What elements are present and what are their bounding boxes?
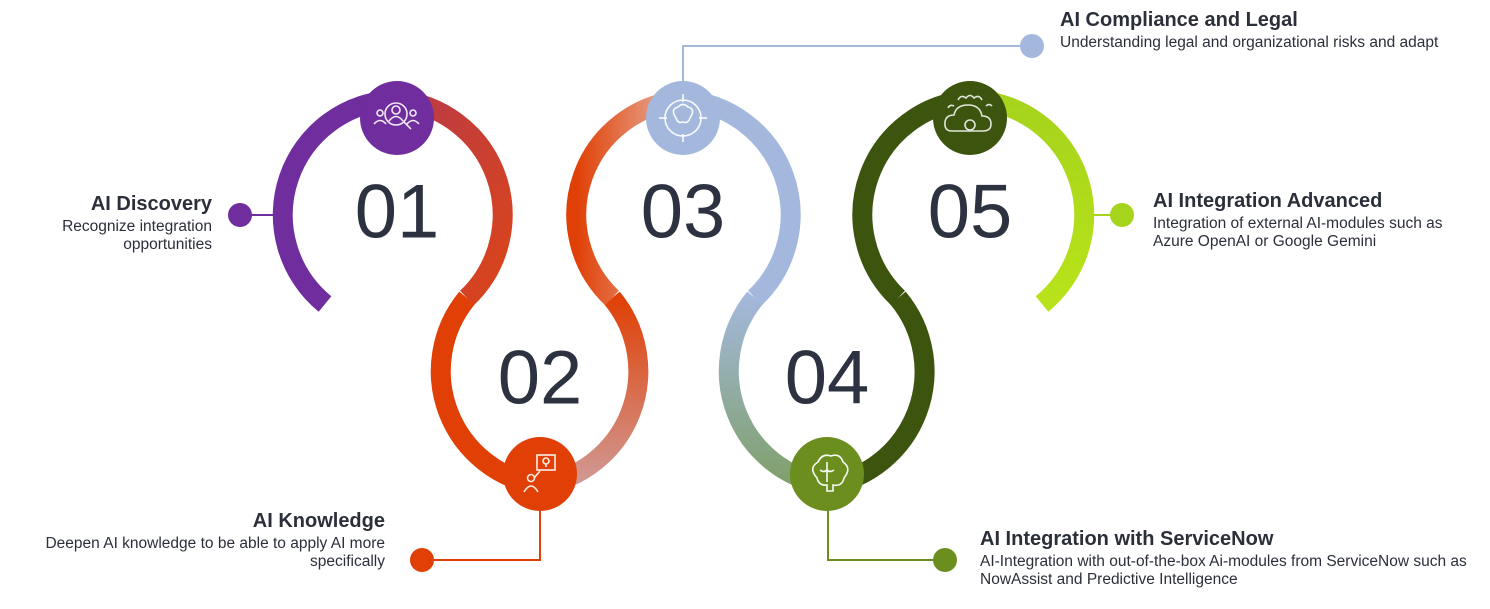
dot-03 [1020,34,1044,58]
connector-lines [240,45,1122,561]
step-title-01: AI Discovery [90,193,212,215]
icon-circle-02 [503,437,577,511]
step-title-03: AI Compliance and Legal [1060,9,1298,31]
icon-circle-05 [933,81,1007,155]
step-title-04: AI Integration with ServiceNow [980,528,1274,550]
arc-01-purple [272,90,396,312]
step-label-05: AI Integration Advanced Integration of e… [1153,190,1473,251]
brain-target-icon [659,94,707,142]
step-description-02: Deepen AI knowledge to be able to apply … [45,535,385,570]
connector-03 [682,45,1032,95]
icon-circle-04 [790,437,864,511]
connector-02 [422,510,541,561]
step-label-02: AI Knowledge Deepen AI knowledge to be a… [20,510,385,571]
presenter-lightbulb-icon [523,454,556,493]
arc-05-right [969,90,1095,312]
step-description-04: AI-Integration with out-of-the-box Ai-mo… [980,553,1467,588]
step-label-01: AI Discovery Recognize integration oppor… [0,193,212,254]
dot-01 [228,203,252,227]
step-description-01: Recognize integration opportunities [62,218,212,253]
arc-03-right [682,90,801,306]
step-description-03: Understanding legal and organizational r… [1060,34,1439,51]
brain-icon [811,454,849,492]
serpentine-path [272,90,1095,495]
arc-05-left [852,90,971,306]
step-title-02: AI Knowledge [252,510,385,532]
people-search-icon [373,102,420,130]
dot-04 [933,548,957,572]
step-number-04: 04 [785,336,870,421]
step-label-04: AI Integration with ServiceNow AI-Integr… [980,528,1480,589]
dot-02 [410,548,434,572]
arc-03-left [566,90,684,306]
connector-04 [827,510,945,561]
step-number-03: 03 [641,170,726,255]
step-number-02: 02 [498,336,583,421]
step-title-05: AI Integration Advanced [1153,190,1383,212]
step-number-01: 01 [355,170,440,255]
connector-dots [228,34,1134,572]
icon-circle-03 [646,81,720,155]
step-label-03: AI Compliance and Legal Understanding le… [1060,9,1450,52]
dot-05 [1110,203,1134,227]
icon-circle-01 [360,81,434,155]
step-description-05: Integration of external AI-modules such … [1153,215,1443,250]
step-number-05: 05 [928,170,1013,255]
cloud-network-icon [944,94,993,132]
